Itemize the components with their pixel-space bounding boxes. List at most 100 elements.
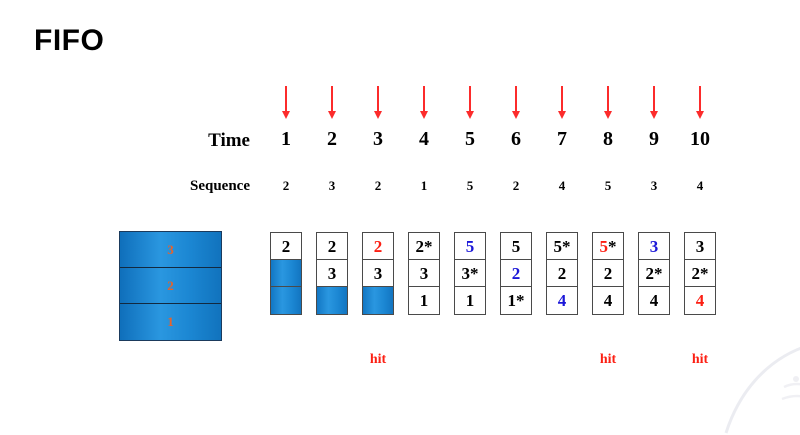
down-arrow-icon <box>280 86 292 120</box>
frame-cell-value: 3 <box>695 237 705 256</box>
time-value: 10 <box>690 128 710 150</box>
hit-label: hit <box>599 352 617 367</box>
frame-cell-empty <box>317 287 347 314</box>
frame-cell: 4 <box>593 287 623 314</box>
frame-box: 5 3* 1 <box>454 232 486 315</box>
frame-cell-star: * <box>424 237 433 256</box>
down-arrow-icon <box>602 86 614 120</box>
frame-cell: 2 <box>547 260 577 287</box>
hit-label: hit <box>691 352 709 367</box>
time-value: 9 <box>649 128 659 150</box>
sequence-value: 2 <box>282 178 290 193</box>
frame-cell-value: 3 <box>419 264 429 283</box>
frame-cell-value: 2 <box>327 237 337 256</box>
frame-cell-value: 5 <box>465 237 475 256</box>
frame-cell-value: 5 <box>511 237 521 256</box>
frame-cell-value: 1 <box>419 291 429 310</box>
frame-cell-value: 2 <box>557 264 567 283</box>
frame-cell: 2 <box>593 260 623 287</box>
memory-frame-cell: 2 <box>120 268 221 304</box>
frame-cell-empty <box>271 260 301 287</box>
time-value: 7 <box>557 128 567 150</box>
frame-cell-star: * <box>562 237 571 256</box>
frame-cell-value: 2 <box>373 237 383 256</box>
hit-label: hit <box>369 352 387 367</box>
sequence-row-label: Sequence <box>190 178 250 194</box>
frame-cell-value: 5 <box>599 237 609 256</box>
memory-frame-cell: 1 <box>120 304 221 340</box>
frame-cell-star: * <box>470 264 479 283</box>
frame-cell: 2* <box>685 260 715 287</box>
frame-cell: 1* <box>501 287 531 314</box>
frame-cell: 2 <box>363 233 393 260</box>
time-value: 3 <box>373 128 383 150</box>
frame-cell-value: 3 <box>461 264 471 283</box>
sequence-value: 5 <box>604 178 612 193</box>
frame-cell: 4 <box>639 287 669 314</box>
timeline-column: 10 4 3 2* 4 hit <box>677 0 723 409</box>
frame-cell-star: * <box>700 264 709 283</box>
frame-cell-value: 5 <box>553 237 563 256</box>
frame-cell-value: 1 <box>465 291 475 310</box>
down-arrow-icon <box>556 86 568 120</box>
frame-cell: 5 <box>455 233 485 260</box>
frame-cell: 4 <box>685 287 715 314</box>
frame-cell-value: 2 <box>415 237 425 256</box>
down-arrow-icon <box>648 86 660 120</box>
frame-box: 2* 3 1 <box>408 232 440 315</box>
page-title: FIFO <box>34 24 105 57</box>
down-arrow-icon <box>372 86 384 120</box>
sequence-value: 2 <box>374 178 382 193</box>
frame-cell-star: * <box>608 237 617 256</box>
frame-cell: 5* <box>547 233 577 260</box>
time-value: 2 <box>327 128 337 150</box>
time-value: 6 <box>511 128 521 150</box>
frame-cell: 3* <box>455 260 485 287</box>
frame-cell: 3 <box>685 233 715 260</box>
frame-cell: 2 <box>271 233 301 260</box>
frame-cell-star: * <box>516 291 525 310</box>
sequence-value: 4 <box>696 178 704 193</box>
down-arrow-icon <box>694 86 706 120</box>
frame-cell: 2 <box>501 260 531 287</box>
frame-cell-empty <box>271 287 301 314</box>
sequence-value: 3 <box>328 178 336 193</box>
down-arrow-icon <box>418 86 430 120</box>
frame-cell: 4 <box>547 287 577 314</box>
sequence-value: 5 <box>466 178 474 193</box>
frame-cell-value: 2 <box>281 237 291 256</box>
frame-box: 2 <box>270 232 302 315</box>
frame-cell: 3 <box>317 260 347 287</box>
frame-cell: 1 <box>409 287 439 314</box>
frame-cell: 2* <box>409 233 439 260</box>
frame-cell: 2 <box>317 233 347 260</box>
frame-cell-value: 2 <box>691 264 701 283</box>
down-arrow-icon <box>326 86 338 120</box>
frame-box: 5* 2 4 <box>546 232 578 315</box>
down-arrow-icon <box>510 86 522 120</box>
time-row-label: Time <box>208 130 250 151</box>
frame-cell-value: 3 <box>649 237 659 256</box>
frame-cell-value: 4 <box>649 291 659 310</box>
sequence-value: 3 <box>650 178 658 193</box>
frame-cell-value: 3 <box>327 264 337 283</box>
frame-cell: 3 <box>409 260 439 287</box>
frame-cell: 1 <box>455 287 485 314</box>
frame-cell-value: 4 <box>695 291 705 310</box>
time-value: 4 <box>419 128 429 150</box>
